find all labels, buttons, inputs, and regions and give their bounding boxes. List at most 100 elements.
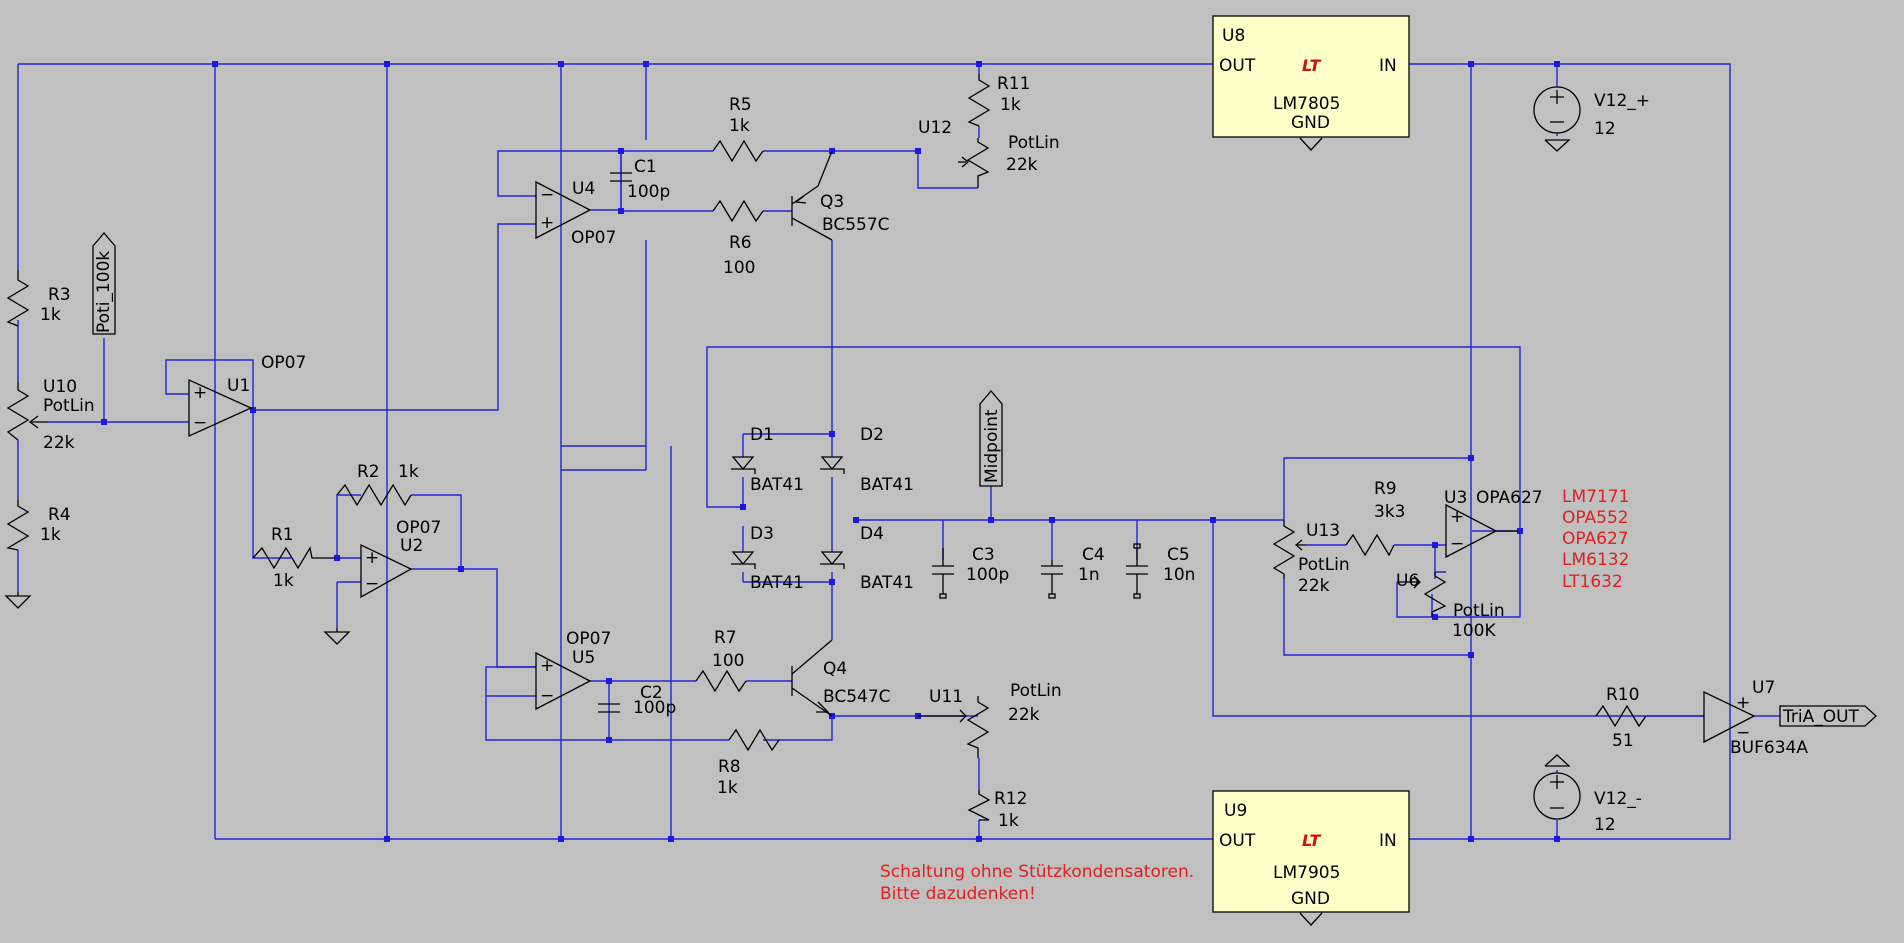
d1-ref: D1 (750, 425, 774, 445)
u8-in-pin: IN (1379, 56, 1397, 76)
r4-ref: R4 (48, 505, 71, 525)
alternative-item: LM7171 (1562, 487, 1629, 507)
capacitors (598, 172, 1148, 713)
svg-text:−: − (1450, 534, 1464, 554)
q4-part: BC547C (823, 687, 891, 707)
c2-value: 100p (633, 698, 676, 718)
ground-icon (1544, 754, 1571, 767)
u10-ref: U10 (43, 377, 77, 397)
r10-value: 51 (1612, 731, 1634, 751)
u7-part: BUF634A (1730, 738, 1808, 758)
svg-text:+: + (193, 383, 207, 403)
r9-ref: R9 (1374, 479, 1397, 499)
ground-icon (1544, 139, 1571, 152)
svg-text:−: − (365, 574, 379, 594)
v12p-name: V12_+ (1594, 91, 1650, 111)
opamps: + − + − − + + − + − + − (188, 180, 1756, 744)
u12-value: 22k (1006, 155, 1038, 175)
voltage-source-icon (1533, 86, 1581, 134)
d2-part: BAT41 (860, 475, 914, 495)
r3-value: 1k (40, 305, 61, 325)
q3-part: BC557C (822, 215, 890, 235)
svg-text:−: − (540, 185, 554, 205)
svg-text:LT: LT (1302, 56, 1322, 75)
r9-value: 3k3 (1374, 502, 1405, 522)
net-label-midpoint: Midpoint (979, 389, 1003, 487)
r1-ref: R1 (271, 525, 294, 545)
alternative-item: LT1632 (1562, 572, 1623, 592)
linear-technology-logo-icon: LT (1302, 831, 1322, 850)
u8-ref: U8 (1222, 26, 1245, 46)
u12-type: PotLin (1008, 133, 1060, 153)
regulator-u8: U8 OUT IN LM7805 GND LT (1212, 15, 1410, 151)
c5-value: 10n (1163, 565, 1195, 585)
voltage-source-v12n: V12_- 12 (1533, 754, 1642, 835)
u13-type: PotLin (1298, 555, 1350, 575)
r4-value: 1k (40, 525, 61, 545)
c3-value: 100p (966, 565, 1009, 585)
u11-ref: U11 (929, 687, 963, 707)
u11-type: PotLin (1010, 681, 1062, 701)
r6-value: 100 (723, 258, 755, 278)
alternative-item: OPA552 (1562, 508, 1629, 528)
r5-value: 1k (729, 116, 750, 136)
svg-text:+: + (365, 548, 379, 568)
svg-text:−: − (193, 413, 207, 433)
u9-ref: U9 (1224, 801, 1247, 821)
out-label-text: TriA_OUT (1782, 707, 1860, 727)
r6-ref: R6 (729, 233, 752, 253)
u5-part: OP07 (566, 629, 611, 649)
u10-type: PotLin (43, 396, 95, 416)
v12n-value: 12 (1594, 815, 1616, 835)
alternative-item: LM6132 (1562, 550, 1629, 570)
midpoint-label-text: Midpoint (982, 409, 1002, 483)
v12p-value: 12 (1594, 119, 1616, 139)
u8-gnd-pin: GND (1291, 113, 1330, 133)
u5-ref: U5 (572, 648, 595, 668)
r8-ref: R8 (718, 757, 741, 777)
voltage-source-icon (1533, 772, 1581, 820)
svg-text:−: − (1736, 723, 1750, 743)
resistors (6, 74, 1647, 821)
wires (17, 63, 1780, 840)
diodes (731, 456, 845, 569)
voltage-source-v12p: V12_+ 12 (1533, 86, 1650, 152)
net-label-out: TriA_OUT (1779, 705, 1877, 727)
u13-ref: U13 (1306, 521, 1340, 541)
q4-ref: Q4 (823, 659, 847, 679)
ground-icon (323, 628, 351, 645)
q3-ref: Q3 (820, 192, 844, 212)
component-labels: R3 1k R4 1k U10 PotLin 22k OP07 U1 R1 1k… (40, 74, 1808, 831)
u3-part: OPA627 (1476, 488, 1543, 508)
u6-value: 100K (1452, 621, 1496, 641)
d2-ref: D2 (860, 425, 884, 445)
c1-ref: C1 (634, 157, 657, 177)
r11-value: 1k (1000, 95, 1021, 115)
svg-text:−: − (540, 686, 554, 706)
r7-value: 100 (712, 651, 744, 671)
u6-ref: U6 (1396, 571, 1419, 591)
r2-ref: R2 (357, 462, 380, 482)
r2-value: 1k (398, 462, 419, 482)
c2-ref: C2 (640, 683, 663, 703)
r11-ref: R11 (997, 74, 1030, 94)
u11-value: 22k (1008, 705, 1040, 725)
u1-ref: U1 (227, 376, 250, 396)
c5-ref: C5 (1167, 545, 1190, 565)
linear-technology-logo-icon: LT (1302, 56, 1322, 75)
design-note: Schaltung ohne Stützkondensatoren. Bitte… (880, 862, 1194, 904)
c4-value: 1n (1078, 565, 1100, 585)
d4-ref: D4 (860, 524, 884, 544)
d3-part: BAT41 (750, 573, 804, 593)
r10-ref: R10 (1606, 685, 1639, 705)
r5-ref: R5 (729, 95, 752, 115)
ground-icon (4, 592, 32, 609)
poti-label-text: Poti_100k (94, 251, 114, 333)
u8-part: LM7805 (1273, 94, 1340, 114)
svg-text:+: + (540, 213, 554, 233)
c4-ref: C4 (1082, 545, 1105, 565)
u8-out-pin: OUT (1219, 56, 1256, 76)
c1-value: 100p (627, 182, 670, 202)
u4-part: OP07 (571, 228, 616, 248)
